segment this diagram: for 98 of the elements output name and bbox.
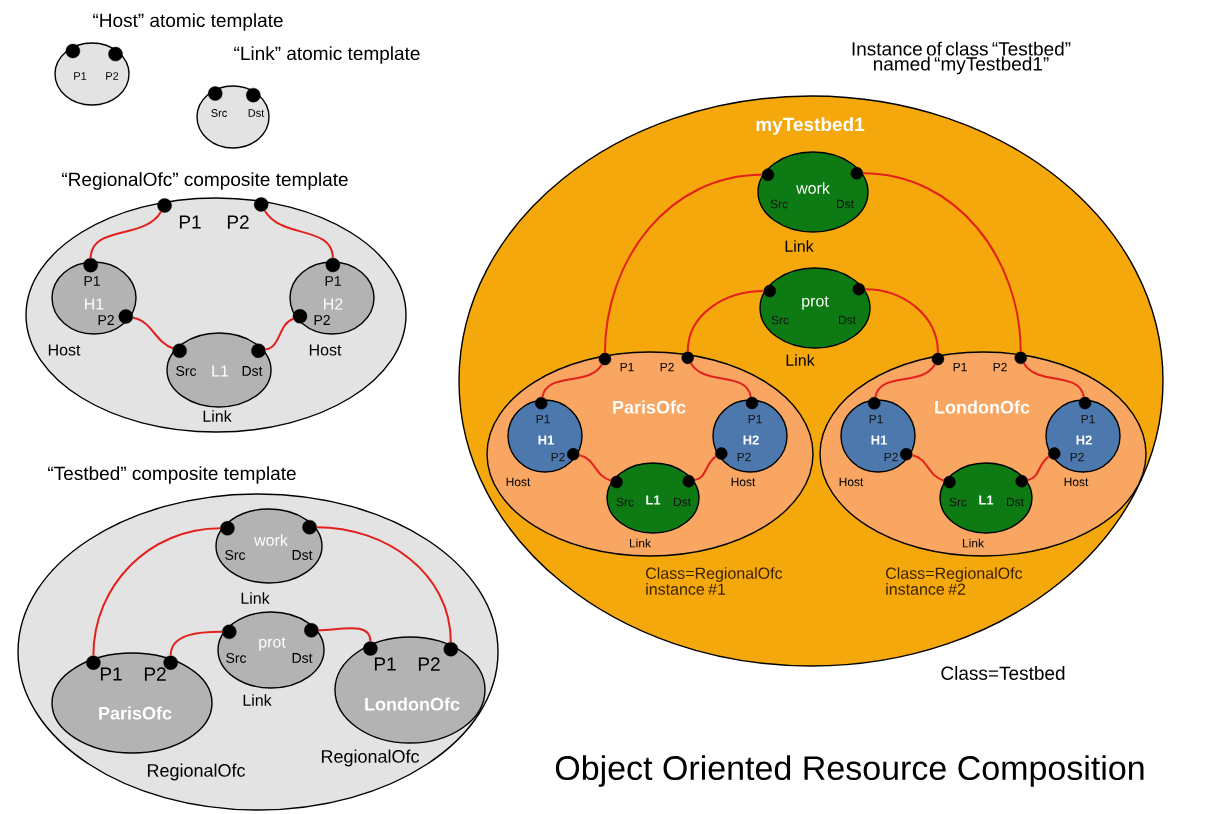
port-label: P2 xyxy=(106,72,119,80)
connector-line xyxy=(911,454,945,482)
heading: “Testbed” composite template xyxy=(48,466,296,484)
connector-line xyxy=(1022,362,1085,398)
port-dot xyxy=(251,343,266,358)
type-label: Link xyxy=(243,694,272,706)
port-label: Dst xyxy=(837,199,854,209)
heading: “RegionalOfc” composite template xyxy=(62,172,348,190)
connector-line xyxy=(689,362,752,398)
connector-line xyxy=(693,455,717,482)
heading: “Link” atomic template xyxy=(234,46,420,64)
type-label: Host xyxy=(1064,477,1089,487)
port-label: P2 xyxy=(660,362,674,372)
port-dot xyxy=(65,43,81,59)
type-label: Link xyxy=(241,592,270,604)
port-label: P1 xyxy=(179,215,201,229)
port-label: P1 xyxy=(536,414,550,424)
port-label: P2 xyxy=(737,452,751,462)
type-label: Link xyxy=(630,538,652,548)
type-label: Link xyxy=(785,240,814,252)
connector-line xyxy=(169,630,224,657)
type-label: Link xyxy=(963,538,985,548)
port-label: P1 xyxy=(620,362,634,372)
port-label: P1 xyxy=(84,276,100,286)
port-label: P1 xyxy=(100,667,122,681)
port-label: Dst xyxy=(248,109,265,117)
port-dot xyxy=(325,257,341,273)
port-dot xyxy=(108,46,123,62)
type-label: Host xyxy=(48,344,81,356)
port-dot xyxy=(302,519,317,535)
class-label: Class=RegionalOfc instance #2 xyxy=(886,567,1023,595)
port-dot xyxy=(246,87,261,103)
title: Object Oriented Resource Composition xyxy=(555,755,1144,787)
port-dot xyxy=(83,257,98,273)
port-dot xyxy=(222,624,237,640)
port-dot xyxy=(172,343,187,358)
port-label: Dst xyxy=(292,550,313,560)
type-label: Host xyxy=(309,344,342,356)
port-label: Dst xyxy=(839,315,856,325)
type-label: RegionalOfc xyxy=(321,749,420,767)
port-label: P2 xyxy=(144,667,166,681)
port-dot xyxy=(304,623,319,638)
port-label: Src xyxy=(949,497,967,507)
port-label: P1 xyxy=(1081,414,1095,424)
port-label: P2 xyxy=(227,215,249,229)
port-label: P1 xyxy=(869,414,883,424)
connector-line xyxy=(1026,455,1050,482)
port-dot xyxy=(86,655,101,670)
port-dot xyxy=(208,86,223,101)
type-label: Host xyxy=(731,477,756,487)
port-label: P1 xyxy=(74,72,87,80)
port-dot xyxy=(254,197,269,212)
port-label: P2 xyxy=(1070,452,1084,462)
port-dot xyxy=(220,521,235,536)
port-label: Dst xyxy=(292,653,313,663)
class-label: Class=Testbed xyxy=(941,666,1065,680)
connector-line xyxy=(874,363,936,399)
type-label: Link xyxy=(786,354,815,366)
port-label: P2 xyxy=(993,362,1007,372)
connector-line xyxy=(686,290,765,353)
port-label: Src xyxy=(211,109,227,117)
port-dot xyxy=(157,198,172,213)
connector-line xyxy=(131,316,174,350)
port-label: Src xyxy=(771,315,789,325)
connector-line xyxy=(315,526,452,643)
port-label: Dst xyxy=(1007,497,1024,507)
port-dot xyxy=(363,641,378,656)
connector-line xyxy=(864,288,939,354)
connector-line xyxy=(862,172,1022,353)
port-label: P1 xyxy=(325,276,341,286)
port-label: P1 xyxy=(953,362,967,372)
connector-line xyxy=(264,317,295,351)
connector-line xyxy=(89,210,162,259)
class-label: Class=RegionalOfc instance #1 xyxy=(646,567,783,595)
port-label: Src xyxy=(226,653,247,663)
connector-line xyxy=(541,363,603,399)
type-label: Host xyxy=(839,477,864,487)
port-label: Dst xyxy=(674,497,691,507)
connector-line xyxy=(578,454,612,482)
port-label: P2 xyxy=(418,657,440,671)
connector-line xyxy=(92,527,222,657)
port-label: P1 xyxy=(748,414,762,424)
port-label: Src xyxy=(616,497,634,507)
type-label: Host xyxy=(506,477,531,487)
port-dot xyxy=(443,641,459,657)
port-label: Src xyxy=(225,550,246,560)
port-dot xyxy=(292,309,308,324)
connector-line xyxy=(317,627,372,643)
port-label: Src xyxy=(770,199,788,209)
port-label: Src xyxy=(176,366,197,376)
type-label: RegionalOfc xyxy=(147,763,246,781)
heading: “Host” atomic template xyxy=(93,13,283,31)
heading: Instance of class “Testbed” named “myTestbed1” xyxy=(852,41,1071,75)
port-dot xyxy=(118,309,134,324)
port-label: P1 xyxy=(374,657,396,671)
connector-line xyxy=(603,173,763,354)
type-label: Link xyxy=(203,410,232,422)
connector-line xyxy=(263,209,334,259)
